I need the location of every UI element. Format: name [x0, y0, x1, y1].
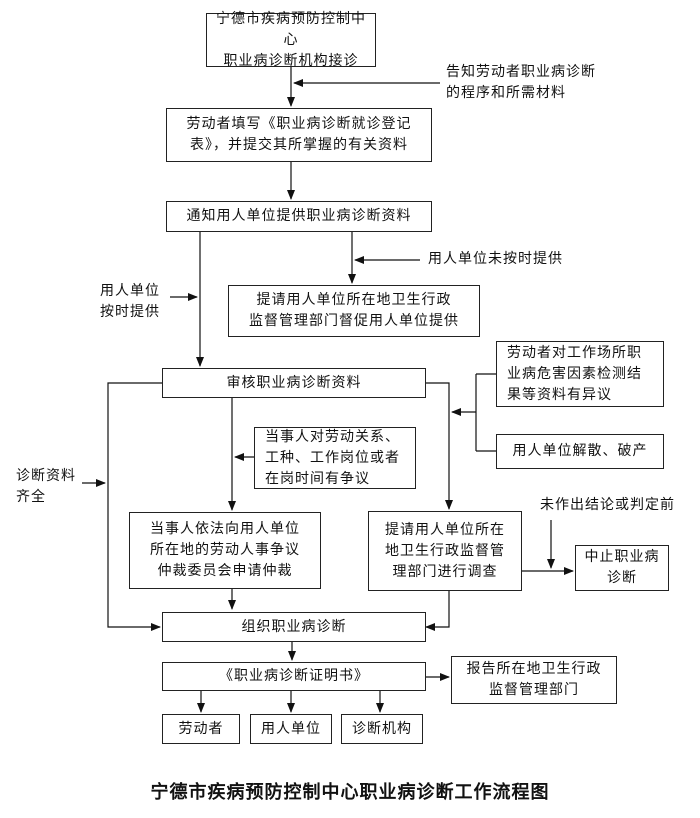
- box-employer-dissolve: 用人单位解散、破产: [496, 434, 664, 469]
- box-out-worker: 劳动者: [162, 714, 240, 744]
- box-worker-fill: 劳动者填写《职业病诊断就诊登记 表》，并提交其所掌握的有关资料: [166, 108, 432, 162]
- box-report: 报告所在地卫生行政 监督管理部门: [451, 656, 617, 704]
- box-out-agency: 诊断机构: [341, 714, 423, 744]
- label-materials-complete: 诊断资料 齐全: [16, 468, 76, 505]
- box-out-employer: 用人单位: [250, 714, 332, 744]
- box-organize: 组织职业病诊断: [162, 612, 426, 642]
- page-title: 宁德市疾病预防控制中心职业病诊断工作流程图: [150, 782, 550, 803]
- box-investigate: 提请用人单位所在 地卫生行政监督管 理部门进行调查: [368, 511, 522, 591]
- box-dispute: 当事人对劳动关系、 工种、工作岗位或者 在岗时间有争议: [254, 427, 416, 489]
- box-notify-employer: 通知用人单位提供职业病诊断资料: [166, 201, 432, 232]
- box-worker-objection: 劳动者对工作场所职 业病危害因素检测结 果等资料有异议: [496, 341, 664, 407]
- box-arbitration: 当事人依法向用人单位 所在地的劳动人事争议 仲裁委员会申请仲裁: [129, 512, 321, 589]
- label-before-conclusion: 未作出结论或判定前: [540, 497, 675, 513]
- label-inform-worker: 告知劳动者职业病诊断 的程序和所需材料: [446, 64, 596, 101]
- box-certificate: 《职业病诊断证明书》: [162, 662, 426, 691]
- box-request-supervise: 提请用人单位所在地卫生行政 监督管理部门督促用人单位提供: [228, 285, 480, 337]
- box-suspend: 中止职业病 诊断: [575, 545, 669, 591]
- label-employer-not-timely: 用人单位未按时提供: [428, 251, 563, 267]
- label-employer-timely: 用人单位 按时提供: [100, 283, 160, 320]
- box-intake: 宁德市疾病预防控制中心 职业病诊断机构接诊: [206, 11, 376, 69]
- arrow-review-to-organize: [107, 382, 162, 631]
- box-review: 审核职业病诊断资料: [162, 368, 426, 398]
- arrow-review-to-investigate: [426, 382, 453, 510]
- arrow-investigate-to-organize: [425, 591, 450, 631]
